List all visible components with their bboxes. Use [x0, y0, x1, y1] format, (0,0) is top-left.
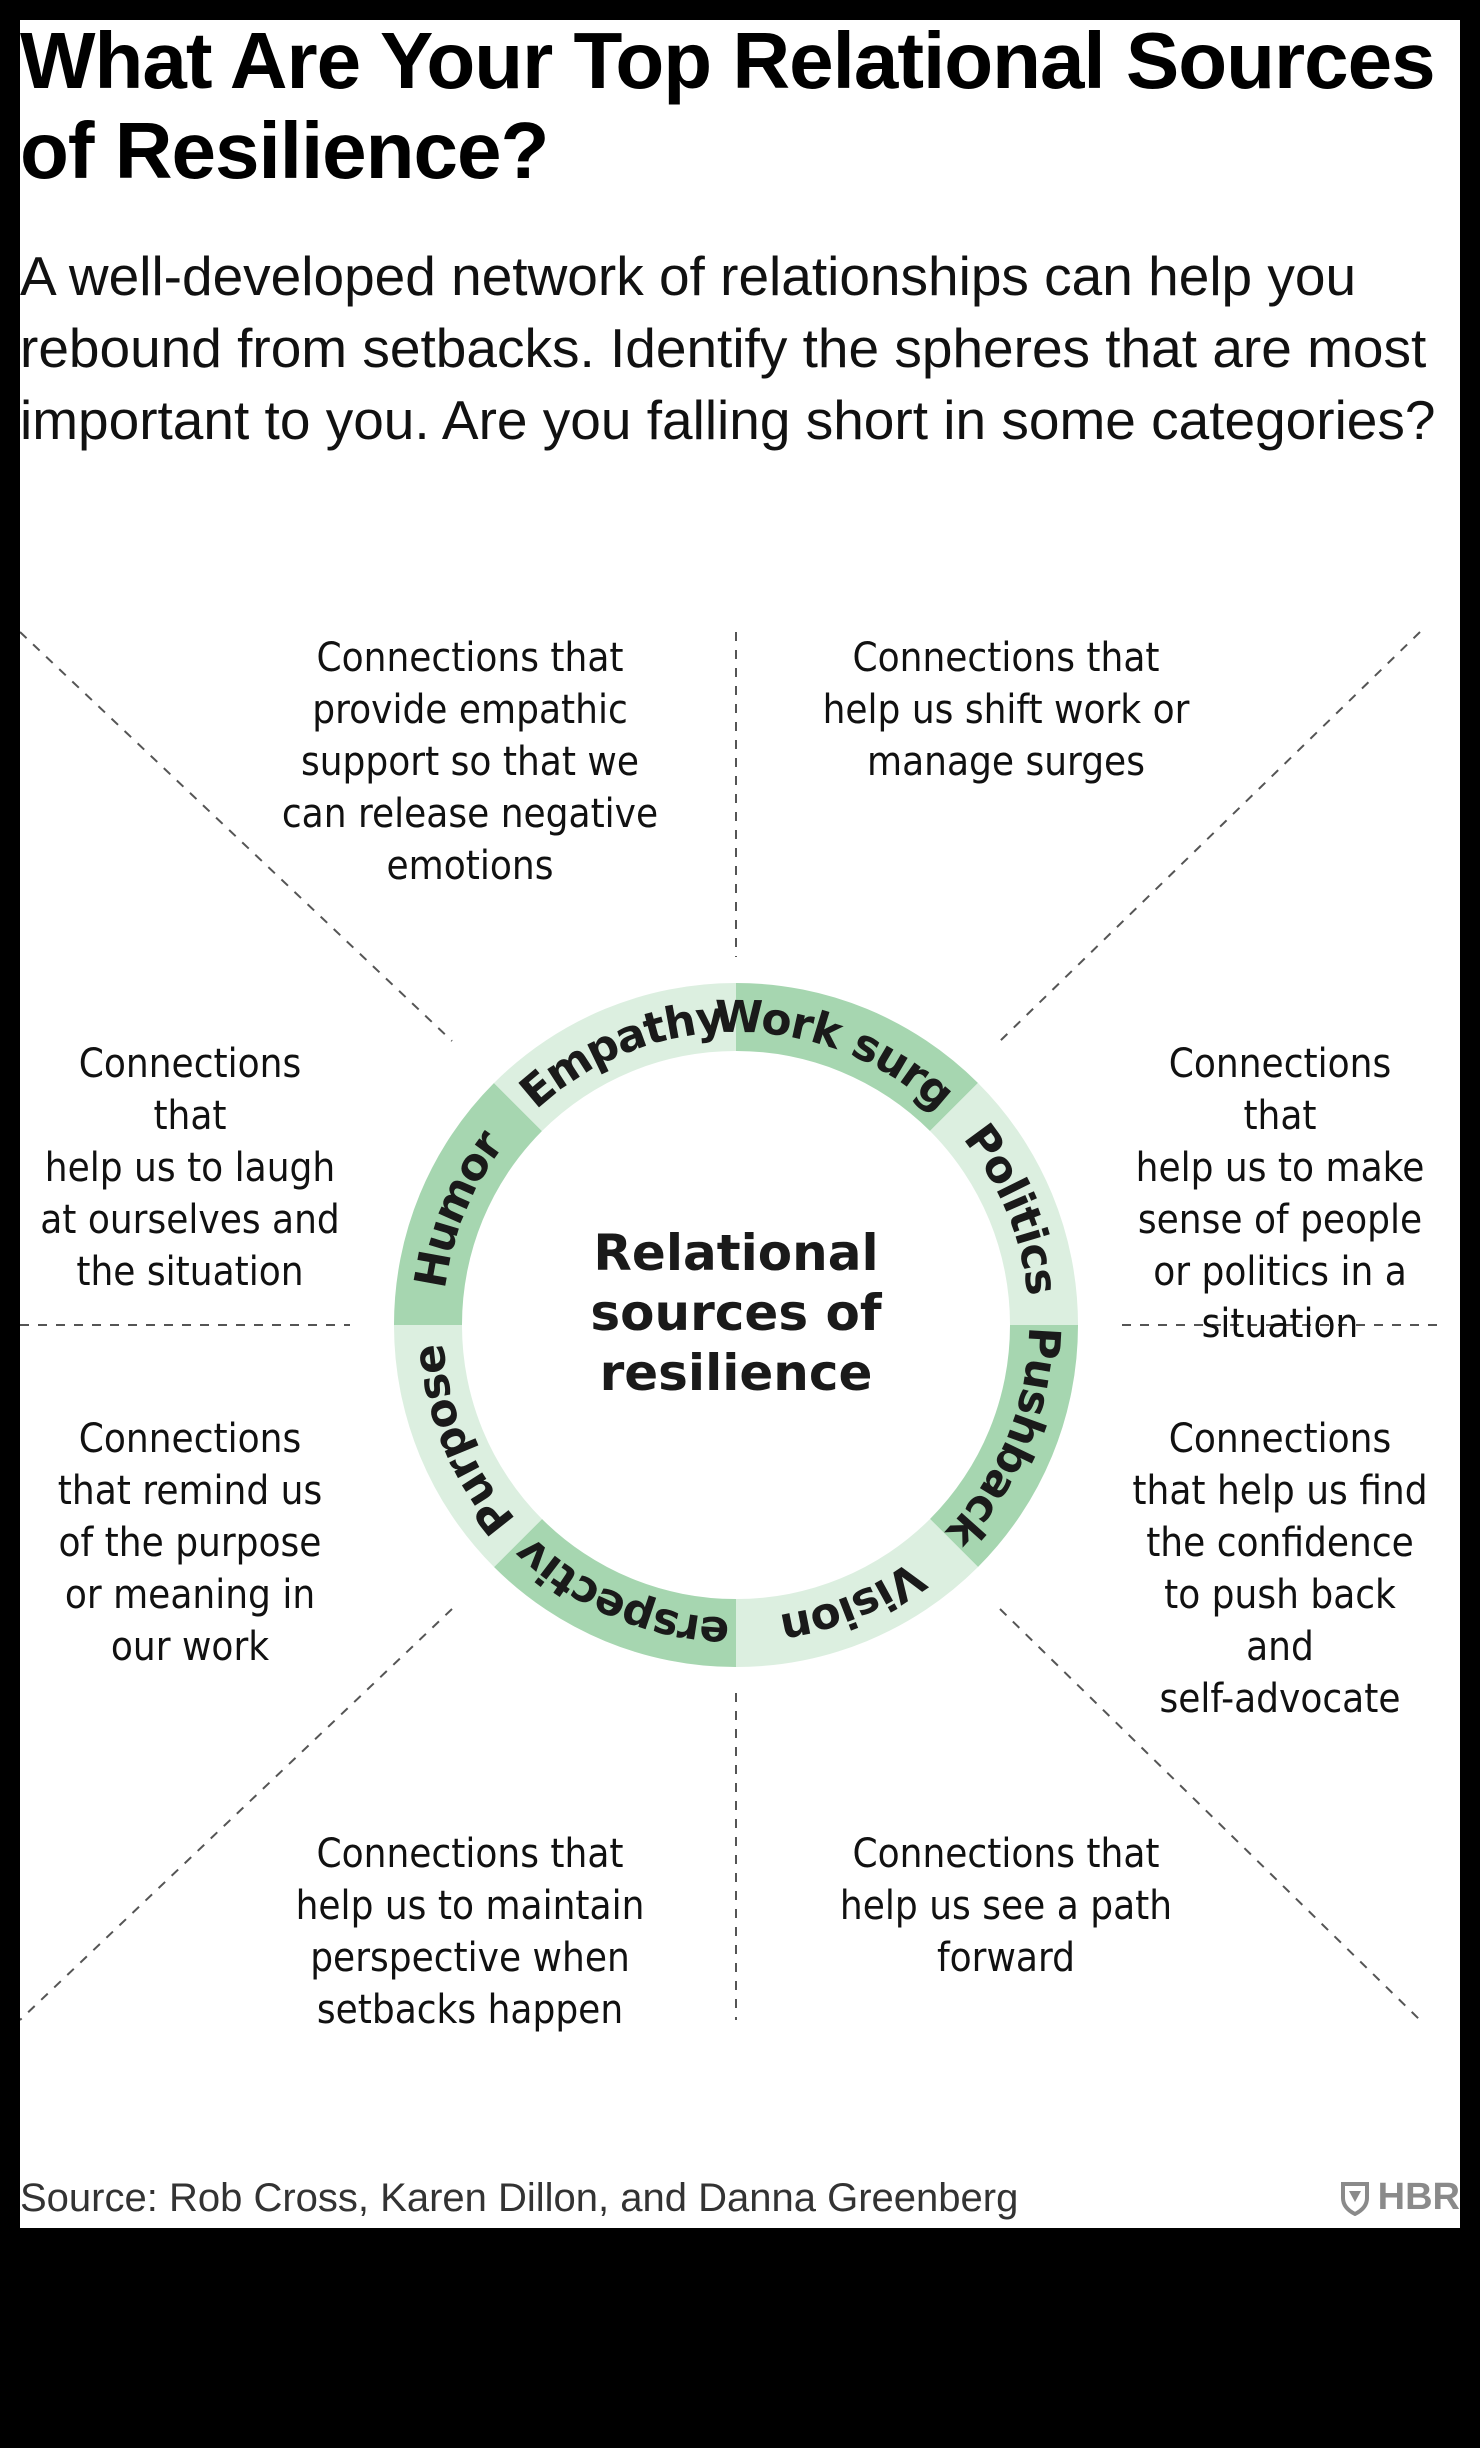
description-work-surge: Connections that help us shift work or m…: [822, 635, 1190, 785]
segment-purpose: [393, 1325, 542, 1567]
segment-label-work-surge: Work surge: [20, 20, 964, 1120]
segment-work-surge: [736, 982, 978, 1131]
segment-vision: [736, 1519, 978, 1668]
center-label: Relational sources of resilience: [590, 1224, 882, 1402]
infographic-card: What Are Your Top Relational Sources of …: [20, 20, 1460, 2228]
divider-top-right: [999, 631, 1421, 1042]
subtitle: A well-developed network of relationship…: [20, 245, 1436, 451]
description-perspective: Connections that help us to maintain per…: [295, 1831, 645, 2033]
page-title: What Are Your Top Relational Sources of …: [20, 20, 1436, 195]
brand-logo: HBR: [1340, 2176, 1460, 2219]
brand-text: HBR: [1377, 2176, 1460, 2218]
divider-bottom-right: [999, 1608, 1421, 2021]
divider-lines: [20, 631, 1440, 2021]
segment-humor: [393, 1083, 542, 1325]
source-note: Source: Rob Cross, Karen Dillon, and Dan…: [20, 2176, 1019, 2220]
center-label-line-3: resilience: [600, 1344, 873, 1402]
segment-pushback: [930, 1325, 1079, 1567]
center-label-line-2: sources of: [590, 1284, 882, 1342]
segment-perspective: [494, 1519, 736, 1668]
description-empathy: Connections that provide empathic suppor…: [281, 635, 659, 889]
segment-empathy: [494, 982, 736, 1131]
resilience-diagram: Work surge Politics Pushback Vision Pers…: [20, 20, 1440, 2021]
description-politics: Connections that help us to make sense o…: [1135, 1041, 1425, 1347]
ring: [393, 982, 1079, 1668]
description-pushback: Connections that help us find the confid…: [1132, 1416, 1428, 1722]
description-vision: Connections that help us see a path forw…: [839, 1831, 1173, 1981]
shield-icon: [1340, 2181, 1369, 2216]
center-label-line-1: Relational: [593, 1224, 878, 1282]
segment-politics: [930, 1083, 1079, 1325]
description-purpose: Connections that remind us of the purpos…: [57, 1416, 323, 1670]
description-humor: Connections that help us to laugh at our…: [40, 1041, 340, 1295]
